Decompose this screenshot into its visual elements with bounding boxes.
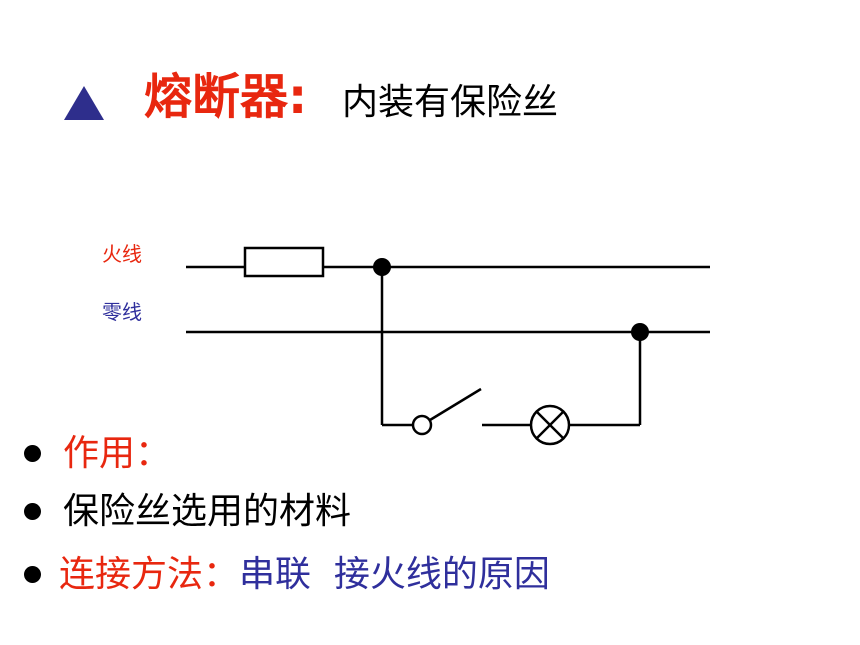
bullet-dot [24,503,41,521]
bullet-text: 连接方法： [59,554,240,595]
fuse-symbol [243,246,325,278]
bullet-dot [24,566,41,584]
title-subtitle: 内装有保险丝 [342,82,559,123]
bullet-dot [24,445,41,463]
neutral-wire-label: 零线 [102,300,142,324]
triangle-icon [64,86,104,120]
neutral-junction-dot [631,323,649,341]
bullet-text: 作用： [63,433,172,474]
bullet-item: 作用： [24,432,171,475]
bullet-item: 保险丝选用的材料 [24,490,351,533]
title-main-text: 熔断器 [144,69,289,125]
title-main: 熔断器: [144,69,308,125]
live-junction-dot [373,258,391,276]
bullet-item: 连接方法：串联 接火线的原因 [24,553,550,596]
title-colon: : [288,69,308,125]
bullet-text: 串联 接火线的原因 [239,554,550,595]
live-wire-label: 火线 [102,242,142,266]
lamp-symbol [529,404,571,446]
bullet-text: 保险丝选用的材料 [63,491,352,532]
switch-symbol [411,387,482,436]
